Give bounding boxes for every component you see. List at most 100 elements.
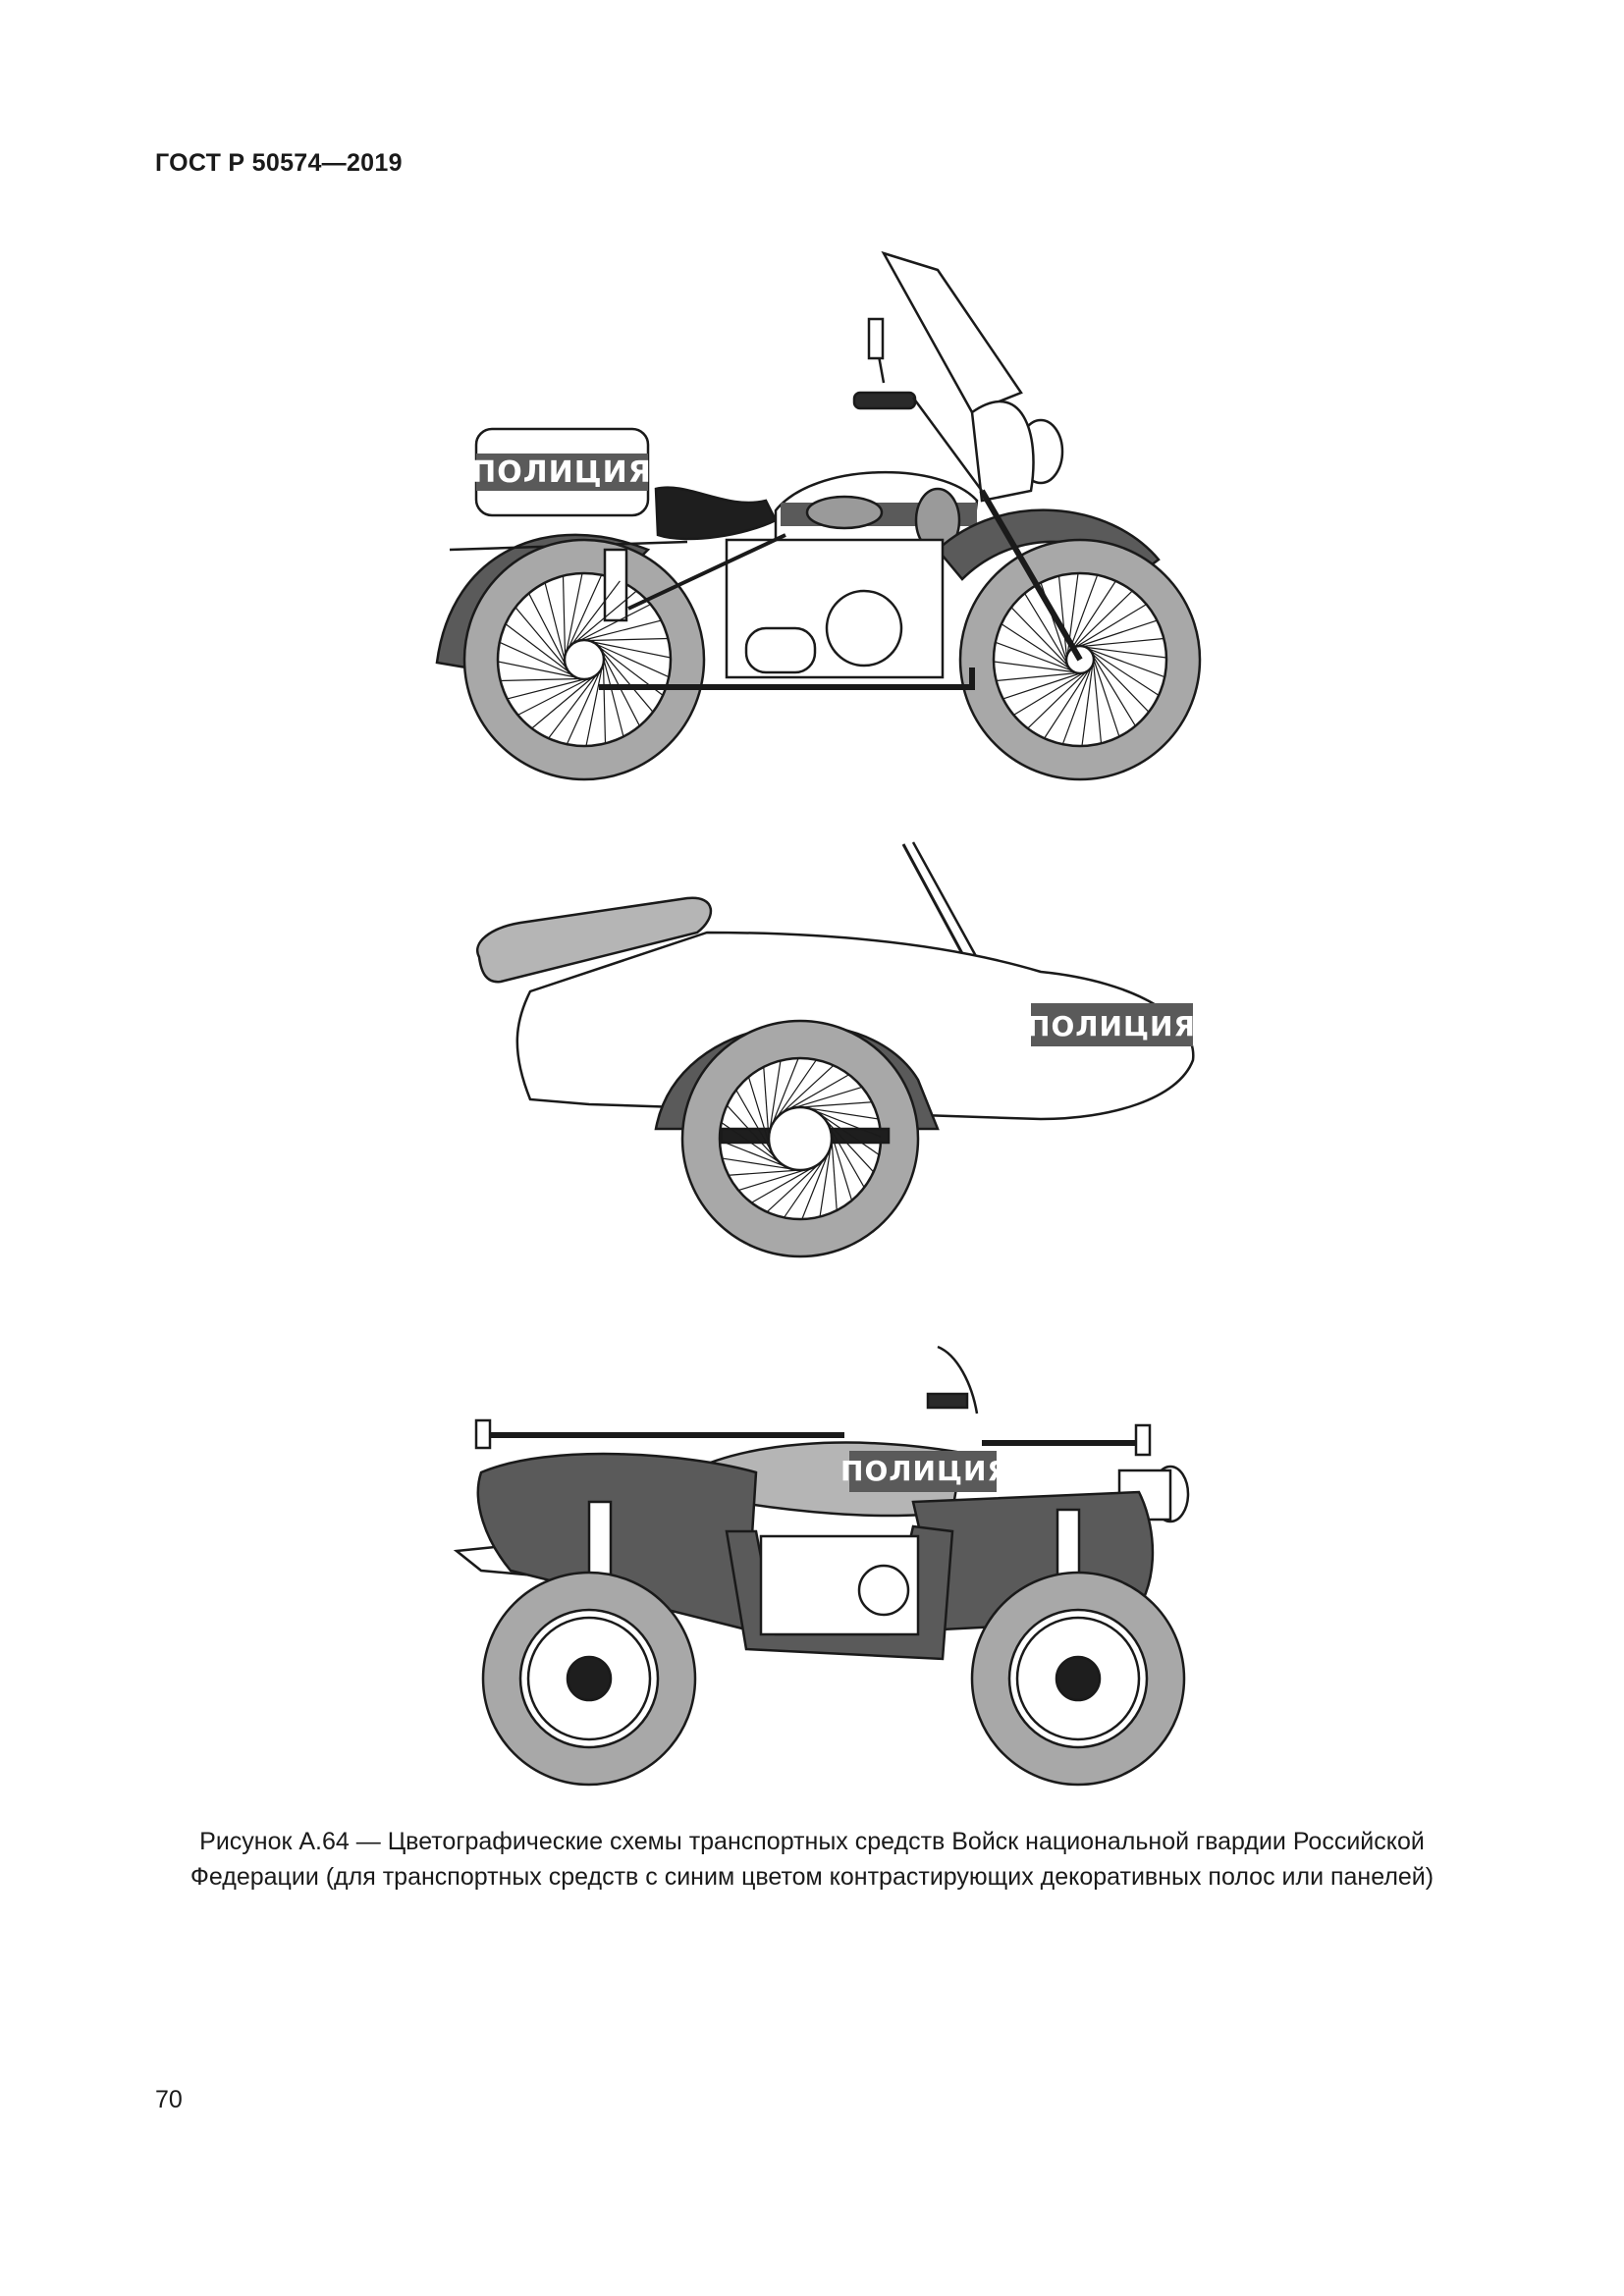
wheel-spoke (1088, 648, 1165, 678)
sidecar-label: ПОЛИЦИЯ (1027, 1010, 1196, 1042)
wheel-spoke (562, 575, 567, 656)
wheel-spoke (737, 1168, 808, 1192)
wheel-spoke (735, 1090, 773, 1153)
motorcycle-label-text: ПОЛИЦИЯ (471, 455, 652, 490)
wheel-spoke (1079, 619, 1158, 647)
wheel-spoke (602, 664, 607, 744)
wheel-spoke (497, 661, 576, 678)
wheel-spoke (1093, 659, 1120, 737)
wheel-spoke (766, 1162, 821, 1213)
wheel-spoke (799, 1101, 873, 1108)
document-code: ГОСТ Р 50574—2019 (155, 149, 403, 177)
wheel-spoke (747, 1076, 771, 1147)
wheel-spoke (1044, 669, 1090, 739)
wheel-spoke (775, 1059, 817, 1120)
wheel-spoke (1070, 580, 1116, 650)
wheel-spoke (993, 661, 1075, 673)
wheel-spoke (1061, 667, 1092, 745)
sidecar-wheel-spokes (719, 1057, 882, 1220)
atv-label-text: ПОЛИЦИЯ (840, 1455, 1009, 1487)
wheel-spoke (726, 1104, 777, 1159)
wheel-spoke (1027, 671, 1087, 729)
sidecar-label-text: ПОЛИЦИЯ (1027, 1010, 1196, 1042)
motorcycle-drawing (435, 250, 1202, 781)
wheel-spoke (801, 1151, 830, 1220)
wheel-spoke (1068, 574, 1099, 652)
wheel-spoke (1090, 650, 1160, 696)
wheel-spoke (785, 1074, 849, 1111)
motorcycle-wheel-spokes (497, 572, 1167, 747)
figure-caption: Рисунок А.64 — Цветографические схемы тр… (147, 1824, 1477, 1895)
wheel-spoke (505, 623, 569, 672)
wheel-spoke (813, 1109, 882, 1138)
wheel-spoke (1001, 623, 1070, 669)
wheel-spoke (780, 1064, 835, 1115)
wheel-spoke (1085, 646, 1167, 659)
wheel-spoke (544, 582, 566, 661)
wheel-spoke (1083, 637, 1164, 647)
wheel-spoke (1092, 653, 1150, 713)
figure-caption-line-2: Федерации (для транспортных средств с си… (189, 1863, 1435, 1891)
wheel-spoke (548, 674, 597, 739)
wheel-spoke (995, 641, 1072, 671)
wheel-spoke (583, 619, 662, 641)
wheel-spoke (579, 604, 651, 642)
wheel-spoke (499, 641, 572, 676)
wheel-spoke (830, 1131, 853, 1201)
wheel-spoke (828, 1124, 865, 1188)
wheel-spoke (1093, 656, 1136, 726)
wheel-spoke (1024, 593, 1067, 664)
wheel-spoke (831, 1138, 838, 1211)
wheel-spoke (588, 637, 669, 642)
wheel-spoke (819, 1113, 880, 1155)
wheel-spoke (599, 647, 664, 696)
wheel-spoke (531, 676, 594, 729)
wheel-spoke (566, 572, 583, 652)
wheel-spoke (517, 677, 589, 716)
wheel-spoke (721, 1122, 782, 1164)
wheel-spoke (771, 1057, 799, 1126)
wheel-spoke (996, 672, 1077, 682)
wheel-spoke (763, 1066, 770, 1140)
wheel-spoke (603, 659, 624, 737)
wheel-spoke (728, 1169, 801, 1176)
motorcycle-label: ПОЛИЦИЯ (471, 455, 652, 490)
wheel-spoke (792, 1086, 863, 1109)
wheel-spoke (1040, 582, 1067, 661)
atv-label: ПОЛИЦИЯ (840, 1455, 1009, 1487)
wheel-spoke (596, 643, 670, 678)
wheel-spoke (601, 650, 654, 713)
wheel-spoke (602, 655, 640, 726)
wheel-spoke (574, 590, 637, 643)
figure-caption-line-1: Рисунок А.64 — Цветографические схемы тр… (199, 1828, 1425, 1855)
wheel-spoke (751, 1166, 815, 1203)
wheel-spoke (1002, 672, 1081, 700)
wheel-spoke (722, 1157, 793, 1170)
wheel-spoke (1081, 665, 1094, 747)
page-number: 70 (155, 2086, 183, 2113)
wheel-spoke (1013, 672, 1084, 716)
wheel-spoke (514, 607, 568, 669)
wheel-spoke (1076, 604, 1147, 647)
wheel-spoke (1066, 572, 1079, 655)
wheel-spoke (807, 1107, 879, 1120)
wheel-spoke (528, 593, 567, 665)
wheel-spoke (1057, 575, 1067, 657)
wheel-spoke (824, 1118, 875, 1173)
wheel-spoke (1093, 663, 1103, 744)
wheel-spoke (585, 667, 603, 747)
wheel-spoke (566, 671, 601, 745)
wheel-spoke (571, 580, 621, 645)
wheel-spoke (1010, 607, 1068, 667)
wheel-spoke (568, 574, 603, 648)
wheel-spoke (769, 1060, 782, 1132)
wheel-spoke (819, 1146, 832, 1217)
atv-drawing (453, 1345, 1190, 1787)
wheel-spoke (719, 1140, 787, 1168)
wheel-spoke (500, 677, 580, 682)
wheel-spoke (592, 641, 672, 659)
wheel-spoke (784, 1157, 826, 1218)
sidecar-drawing (476, 841, 1195, 1258)
wheel-spoke (1073, 590, 1133, 648)
